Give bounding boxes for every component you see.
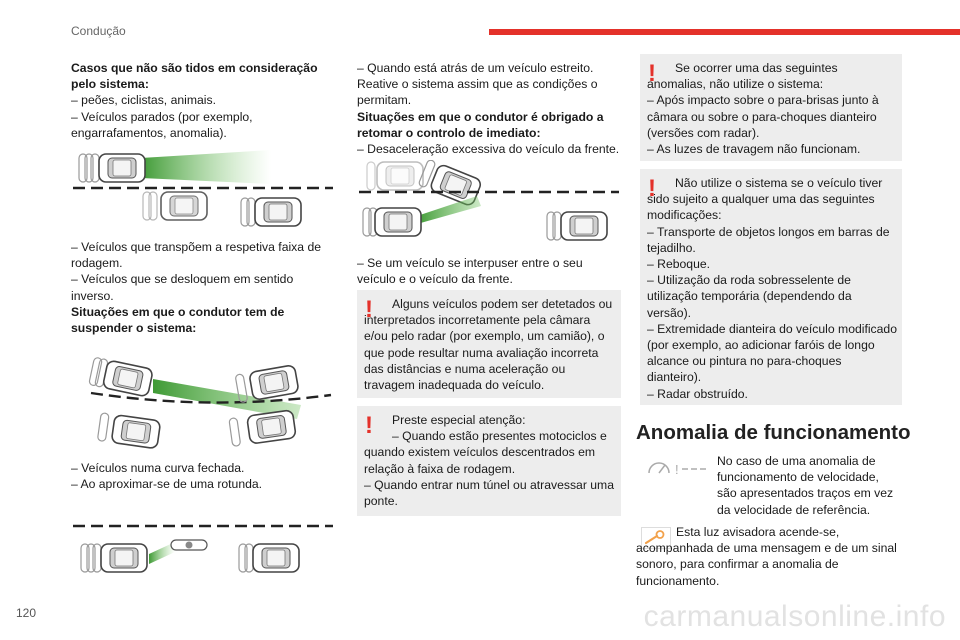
- watermark: carmanualsonline.info: [643, 600, 946, 633]
- warning-anomalies-line1: Se ocorrer uma das seguintes anomalias, …: [647, 61, 838, 92]
- col1-block1-title: Casos que não são tidos em consideração …: [71, 61, 318, 92]
- col1-block2-title: Situações em que o condutor tem de suspe…: [71, 304, 285, 336]
- section-header: Condução: [71, 24, 126, 38]
- warning-attention-line3: – Quando entrar num túnel ou atravessar …: [364, 477, 614, 509]
- warning-box-anomalies: ! Se ocorrer uma das seguintes anomalias…: [640, 54, 902, 161]
- warning-box-modifications: ! Não utilize o sistema se o veículo tiv…: [640, 169, 902, 405]
- warning-mods-line1: Não utilize o sistema se o veículo tiver…: [647, 176, 883, 223]
- warning-attention-line1: Preste especial atenção:: [392, 413, 526, 427]
- warning-mods-line3: – Reboque.: [647, 257, 711, 272]
- figure-stopped-vehicle: [73, 150, 333, 227]
- col2-block1-item2: – Desaceleração excessiva do veículo da …: [357, 142, 620, 157]
- col1-block3-item1: – Veículos numa curva fechada.: [71, 461, 245, 475]
- warning-light-text: Esta luz avisadora acende-se, acompanhad…: [636, 525, 897, 588]
- warning-box-attention: ! Preste especial atenção: – Quando estã…: [357, 406, 621, 516]
- exclamation-icon: !: [365, 296, 373, 323]
- col2-block2-item: – Se um veículo se interpuser entre o se…: [357, 256, 583, 287]
- section-heading: Anomalia de funcionamento: [636, 421, 911, 444]
- col2-block1-title: Situações em que o condutor é obrigado a…: [357, 109, 604, 140]
- col1-block1-item1: – peões, ciclistas, animais.: [71, 93, 216, 108]
- col1-block2-item1: – Veículos que transpõem a respetiva fai…: [71, 240, 321, 271]
- col1-block3: – Veículos numa curva fechada. – Ao apro…: [71, 460, 333, 492]
- col2-block1-item1: – Quando está atrás de um veículo estrei…: [357, 61, 598, 108]
- exclamation-icon: !: [365, 412, 373, 439]
- warning-anomalies-line2: – Após impacto sobre o para-brisas junto…: [647, 93, 879, 140]
- col1-block2: – Veículos que transpõem a respetiva fai…: [71, 239, 333, 336]
- speed-dashes-icon: !: [648, 462, 706, 477]
- header-accent-bar: [489, 29, 960, 35]
- warning-anomalies-line3: – As luzes de travagem não funcionam.: [647, 142, 861, 157]
- warning-mods-line5: – Extremidade dianteira do veículo modif…: [647, 321, 897, 385]
- warning-box-detection: ! Alguns veículos podem ser detetados ou…: [357, 290, 621, 398]
- col1-block1: Casos que não são tidos em consideração …: [71, 60, 333, 141]
- warning-mods-line4: – Utilização da roda sobresselente de ut…: [647, 273, 852, 320]
- col2-block2: – Se um veículo se interpuser entre o se…: [357, 255, 621, 287]
- figure-deceleration: [359, 160, 619, 241]
- page-number: 120: [16, 606, 37, 620]
- speed-anomaly-text: No caso de uma anomalia de funcionamento…: [717, 454, 894, 517]
- col1-block3-item2: – Ao aproximar-se de uma rotunda.: [71, 477, 263, 492]
- col1-block2-item2: – Veículos que se desloquem em sentido i…: [71, 272, 294, 303]
- warning-mods-line6: – Radar obstruído.: [647, 386, 748, 401]
- exclamation-icon: !: [648, 175, 656, 202]
- col1-block1-item2: – Veículos parados (por exemplo, engarra…: [71, 109, 253, 140]
- wrench-warning-icon: [641, 527, 671, 549]
- warning-attention-line2: – Quando estão presentes motociclos e qu…: [364, 429, 607, 476]
- speed-anomaly-paragraph: No caso de uma anomalia de funcionamento…: [717, 453, 897, 518]
- warning-detection-text: Alguns veículos podem ser detetados ou i…: [364, 297, 613, 393]
- figure-curve: [88, 356, 332, 450]
- col2-block1: – Quando está atrás de um veículo estrei…: [357, 60, 621, 157]
- svg-text:!: !: [675, 462, 679, 477]
- warning-mods-line2: – Transporte de objetos longos em barras…: [647, 224, 890, 255]
- exclamation-icon: !: [648, 60, 656, 87]
- figure-motorcycle: [73, 524, 333, 573]
- warning-light-paragraph: Esta luz avisadora acende-se, acompanhad…: [636, 524, 898, 589]
